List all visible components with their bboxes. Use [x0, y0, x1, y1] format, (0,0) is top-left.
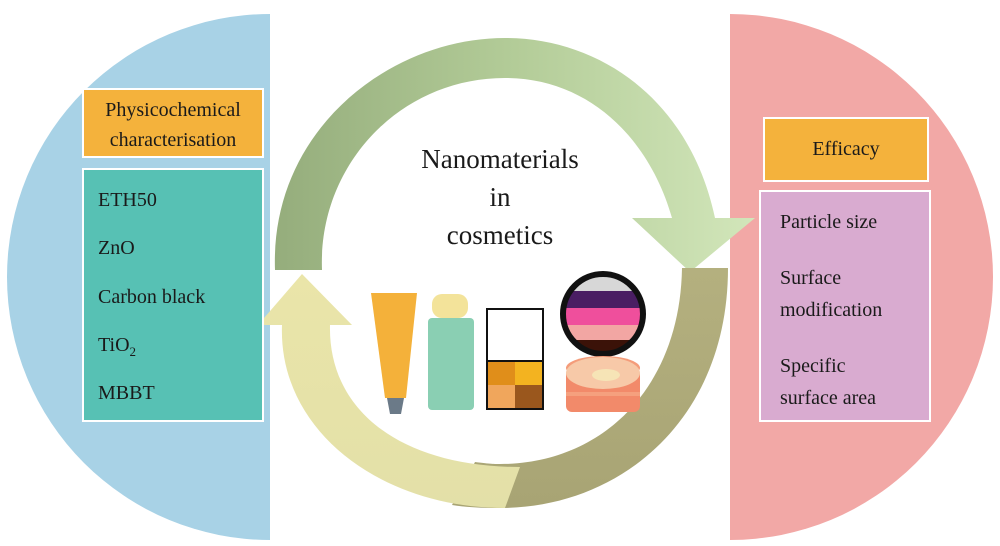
eyeshadow-palette-icon: [486, 308, 544, 410]
nanomaterial-item-eth50: ETH50: [98, 189, 157, 211]
efficacy-item-specific-surface-area: Specific surface area: [780, 350, 876, 414]
efficacy-item-surface-modification: Surface modification: [780, 262, 882, 326]
tio2-text: TiO: [98, 334, 130, 356]
efficacy-item-particle-size-line-1: Particle size: [780, 211, 878, 233]
center-title-line-2: in: [489, 182, 511, 212]
cosmetic-bottle-icon: [428, 294, 474, 410]
nanomaterial-item-zno: ZnO: [98, 237, 135, 259]
nanomaterial-item-carbon-black: Carbon black: [98, 286, 206, 308]
center-title: Nanomaterials in cosmetics: [380, 140, 620, 254]
sunscreen-tube-icon: [371, 293, 417, 414]
efficacy-item-surface-modification-line-1: Surface: [780, 267, 842, 289]
tio2-subscript: 2: [129, 344, 137, 359]
physicochemical-heading-box: Physicochemical characterisation: [82, 88, 264, 158]
efficacy-item-surface-modification-line-2: modification: [780, 299, 883, 321]
left-arrow: [258, 274, 520, 508]
physicochemical-heading-line-2: characterisation: [109, 129, 237, 151]
efficacy-list-box: Particle size Surface modification Speci…: [759, 190, 931, 422]
center-title-line-3: cosmetics: [446, 220, 554, 250]
nanomaterial-item-mbbt: MBBT: [98, 382, 155, 404]
center-title-line-1: Nanomaterials: [421, 144, 579, 174]
cream-jar-icon: [566, 356, 640, 412]
physicochemical-heading-line-1: Physicochemical: [105, 99, 241, 121]
efficacy-item-particle-size: Particle size: [780, 206, 877, 238]
compact-mirror-icon: [560, 271, 646, 357]
efficacy-item-specific-surface-area-line-1: Specific: [780, 355, 846, 377]
efficacy-heading-box: Efficacy: [763, 117, 929, 182]
top-arrow: [274, 38, 755, 272]
efficacy-heading: Efficacy: [812, 138, 880, 160]
nanomaterial-list-box: ETH50 ZnO Carbon black TiO2 MBBT: [82, 168, 264, 422]
efficacy-item-specific-surface-area-line-2: surface area: [780, 387, 877, 409]
nanomaterial-item-tio2: TiO2: [98, 334, 136, 360]
